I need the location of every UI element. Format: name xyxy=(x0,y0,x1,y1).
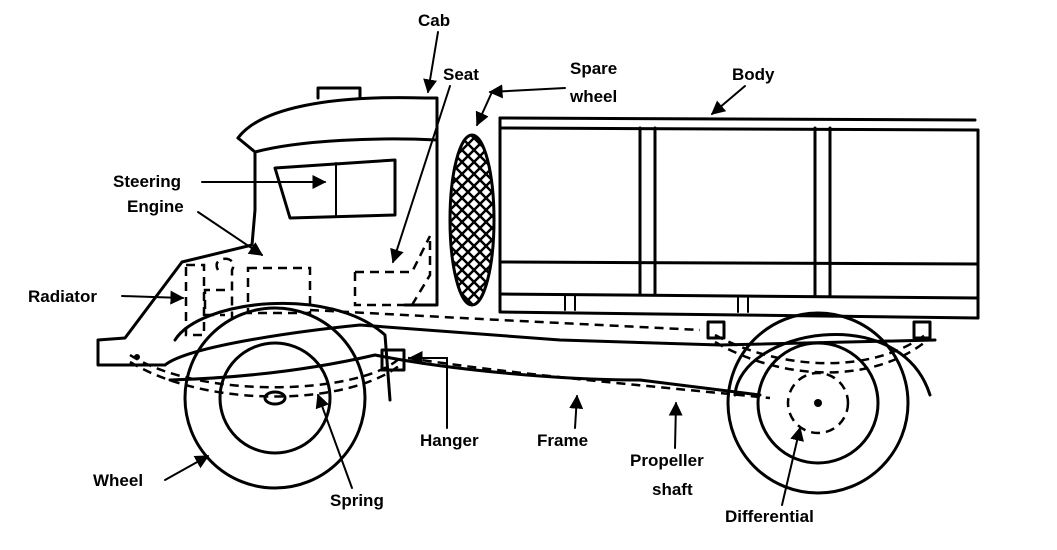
label-frame: Frame xyxy=(537,431,588,450)
label-propeller-2: shaft xyxy=(652,480,693,499)
spare-wheel xyxy=(448,133,496,307)
label-engine: Engine xyxy=(127,197,184,216)
label-spare-wheel-2: wheel xyxy=(569,87,617,106)
front-wheel xyxy=(173,301,392,490)
label-steering: Steering xyxy=(113,172,181,191)
springs xyxy=(129,320,932,398)
seat xyxy=(353,235,432,307)
label-spring: Spring xyxy=(330,491,384,510)
engine xyxy=(203,266,312,317)
rear-wheel xyxy=(726,311,932,495)
label-cab: Cab xyxy=(418,11,450,30)
radiator xyxy=(184,257,235,337)
frame xyxy=(163,308,937,397)
hood xyxy=(96,243,254,367)
label-seat: Seat xyxy=(443,65,479,84)
propeller-shaft xyxy=(407,356,771,400)
label-body: Body xyxy=(732,65,775,84)
label-propeller-1: Propeller xyxy=(630,451,704,470)
label-hanger: Hanger xyxy=(420,431,479,450)
label-differential: Differential xyxy=(725,507,814,526)
leader-arrows xyxy=(121,31,804,506)
label-radiator: Radiator xyxy=(28,287,97,306)
cab xyxy=(236,86,439,307)
label-spare-wheel-1: Spare xyxy=(570,59,617,78)
label-wheel: Wheel xyxy=(93,471,143,490)
truck-body-box xyxy=(498,116,980,320)
